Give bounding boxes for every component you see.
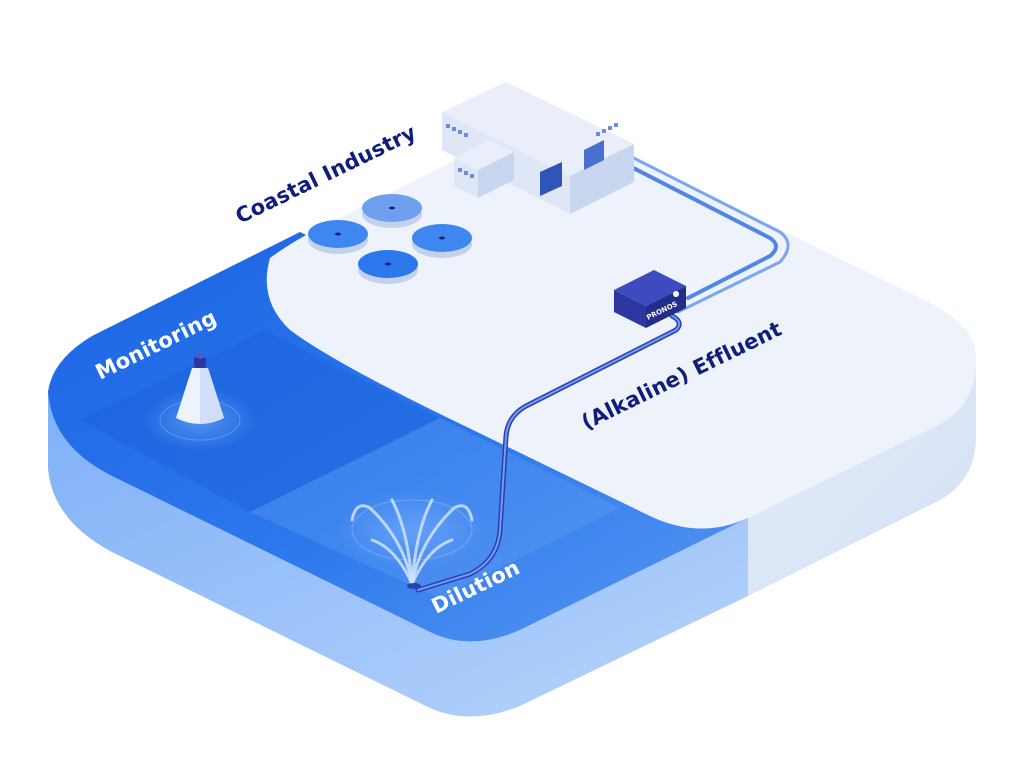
tank-2 [308,220,368,254]
factory-door [540,162,562,196]
effluent-pipes [415,142,790,593]
dilution-diffuser [336,490,488,589]
land-side-face [748,360,976,596]
pipe-device-to-outfall-highlight [417,315,681,591]
tank-4 [358,250,418,284]
settling-tanks [308,194,472,284]
monitoring-buoy [144,353,256,452]
water-surface [48,232,748,642]
device-logo-icon [673,291,679,297]
water-zone-monitoring [80,330,440,512]
tank-3 [412,224,472,258]
platform-sides [48,360,976,717]
pipe-factory-to-device [596,148,778,300]
tank-1 [362,194,422,228]
pipe-return [604,142,790,314]
factory-building [442,82,634,214]
water-side-face [48,392,748,717]
